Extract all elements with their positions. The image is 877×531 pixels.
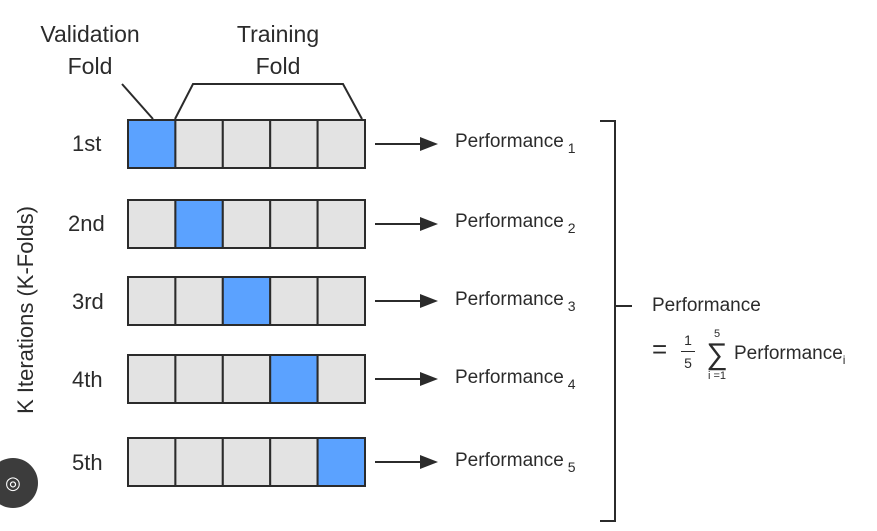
y-axis-label: K Iterations (K-Folds) [13,206,38,414]
training-fold-cell [316,119,367,169]
training-fold-cell [174,276,224,326]
fraction-numerator: 1 [684,332,692,348]
training-fold-cell [127,276,177,326]
summary-bracket [600,120,616,522]
arrow-head [420,372,438,386]
validation-fold-label: Validation Fold [40,21,140,79]
iteration-label-2: 2nd [68,211,105,236]
iteration-label-3: 3rd [72,289,104,314]
training-fold-cell [269,276,319,326]
iteration-label-5: 5th [72,450,103,475]
training-fold-cell [127,199,177,249]
training-fold-cell [221,119,272,169]
validation-fold-cell [127,119,177,169]
equals-sign: = [652,334,668,364]
final-performance-title: Performance [652,295,761,316]
iteration-label-1: 1st [72,131,102,156]
training-fold-cell [316,354,367,404]
training-fold-cell [174,119,224,169]
training-bracket [174,83,363,120]
validation-fold-cell [316,437,367,487]
iteration-label-4: 4th [72,367,103,392]
arrow-head [420,217,438,231]
training-fold-cell [269,119,319,169]
arrow-head [420,137,438,151]
average-formula: = 1 5 5 ∑ i =1 Performancei [652,328,872,388]
sigma-symbol: ∑ [706,338,728,371]
training-fold-cell [221,354,272,404]
training-fold-cell [221,199,272,249]
arrow-head [420,455,438,469]
sum-upper-limit: 5 [713,328,721,340]
validation-fold-cell [174,199,224,249]
sum-lower-limit: i =1 [707,370,727,382]
training-fold-cell [174,354,224,404]
validation-pointer [121,83,154,120]
fraction: 1 5 [681,332,695,371]
training-fold-cell [127,437,177,487]
validation-fold-cell [221,276,272,326]
training-fold-cell [221,437,272,487]
training-fold-cell [316,199,367,249]
summation: 5 ∑ i =1 [705,328,729,382]
validation-fold-cell [269,354,319,404]
training-fold-cell [127,354,177,404]
training-fold-cell [269,199,319,249]
arrow-head [420,294,438,308]
training-fold-cell [316,276,367,326]
sum-term: Performancei [734,343,846,367]
training-fold-label: Training Fold [236,21,320,79]
training-fold-cell [174,437,224,487]
training-fold-cell [269,437,319,487]
fraction-bar [681,351,695,352]
fraction-denominator: 5 [684,355,692,371]
